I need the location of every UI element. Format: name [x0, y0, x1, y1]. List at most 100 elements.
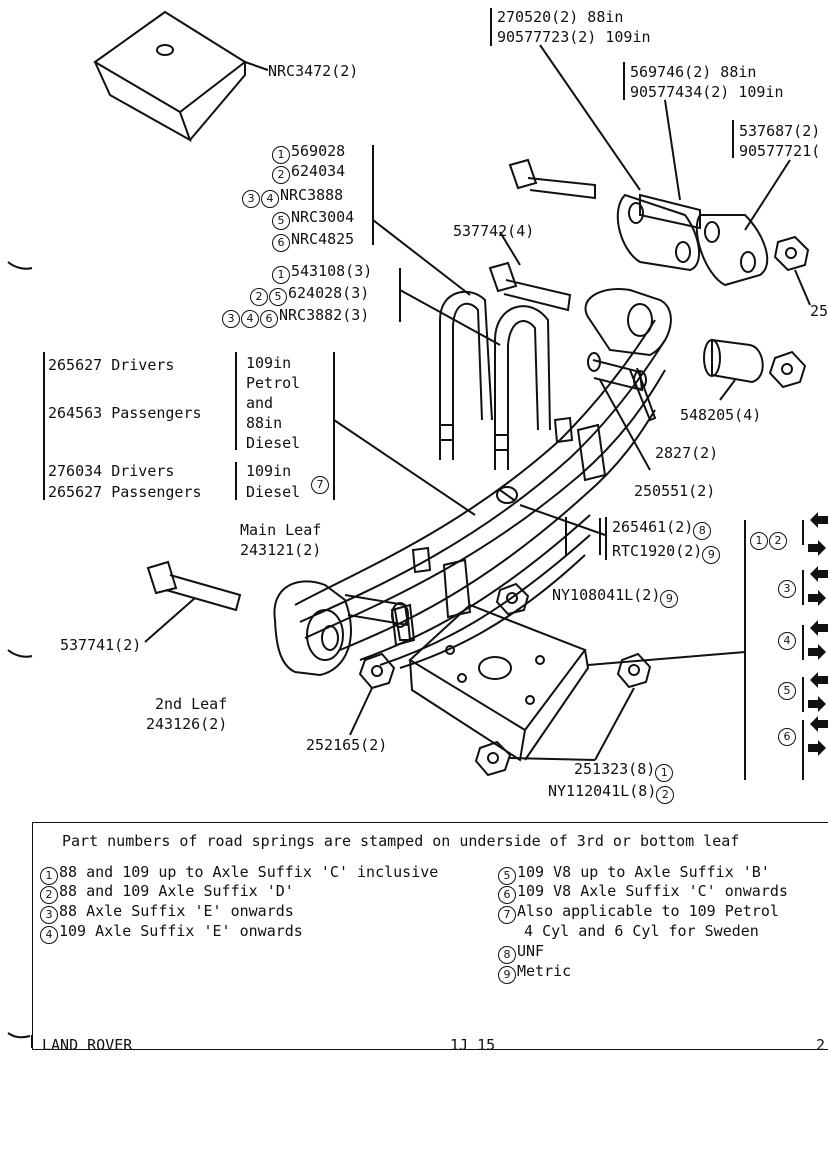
ref-circle: 6	[260, 310, 278, 328]
spring-spec-5: Diesel	[246, 434, 301, 452]
ref-circle: 2	[40, 886, 58, 904]
ref-circle: 1	[750, 532, 768, 550]
ref-circle: 4	[40, 926, 58, 944]
callout-nrc3472: NRC3472(2)	[268, 62, 359, 80]
ref-circle: 9	[660, 590, 679, 608]
spring-row-4: 265627 Passengers	[48, 483, 202, 501]
callout-nut-right: 25	[810, 302, 828, 320]
ref-circle: 6	[272, 234, 290, 252]
spring-spec-3: and	[246, 394, 274, 412]
second-leaf-part: 243126(2)	[146, 715, 228, 733]
ref-circle: 4	[261, 190, 279, 208]
side-ref-4: 4	[778, 628, 797, 650]
leaf-spring-drawing	[294, 319, 656, 606]
footer-page-num: 2	[816, 1036, 826, 1054]
ref-circle: 7	[311, 476, 329, 494]
ref-circle: 7	[498, 906, 516, 924]
ref-circle: 5	[269, 288, 287, 306]
callout-ny112041: NY112041L(8)2	[548, 782, 675, 804]
callout-2827: 2827(2)	[655, 444, 719, 462]
ref-circle: 2	[656, 786, 675, 804]
callout-plate-88: 537687(2)	[739, 122, 821, 140]
main-leaf-part: 243121(2)	[240, 541, 322, 559]
ref-circle: 2	[250, 288, 268, 306]
ref-circle: 5	[778, 682, 796, 700]
footer-brand: LAND ROVER	[42, 1036, 133, 1054]
callout-251323: 251323(8)1	[574, 760, 674, 782]
ref-circle: 3	[222, 310, 240, 328]
ref-circle: 5	[498, 867, 516, 885]
ref-circle: 6	[498, 886, 516, 904]
spring-spec-4: 88in	[246, 414, 283, 432]
ref-circle: 6	[778, 728, 796, 746]
ref-circle: 4	[778, 632, 796, 650]
footer-page-ref: 1J 15	[450, 1036, 496, 1054]
side-ref-5: 5	[778, 678, 797, 700]
spring-spec2-2: Diesel	[246, 483, 301, 501]
callout-rtc1920: RTC1920(2)9	[612, 542, 721, 564]
ref-circle: 9	[498, 966, 516, 984]
ref-circle: 1	[40, 867, 58, 885]
ref-circle: 8	[693, 522, 712, 540]
ref-circle: 8	[498, 946, 516, 964]
callout-252165: 252165(2)	[306, 736, 388, 754]
callout-548205: 548205(4)	[680, 406, 762, 424]
notes-panel	[32, 822, 828, 1050]
spring-spec-1: 109in	[246, 354, 292, 372]
callout-plate-109: 90577721(	[739, 142, 821, 160]
callout-250551: 250551(2)	[634, 482, 716, 500]
ref-circle: 4	[241, 310, 259, 328]
ref-circle: 9	[702, 546, 721, 564]
main-leaf-label: Main Leaf	[240, 521, 322, 539]
callout-bolt-109: 90577723(2) 109in	[497, 28, 651, 46]
ref-circle: 2	[272, 166, 290, 184]
callout-537742: 537742(4)	[453, 222, 535, 240]
callout-ny108041: NY108041L(2)9	[552, 586, 679, 608]
notes-heading: Part numbers of road springs are stamped…	[62, 832, 740, 850]
ref-circle: 3	[778, 580, 796, 598]
callout-bolt-88: 270520(2) 88in	[497, 8, 624, 26]
spring-row-3: 276034 Drivers	[48, 462, 175, 480]
ref-circle: 3	[242, 190, 260, 208]
spring-row-2: 264563 Passengers	[48, 404, 202, 422]
side-ref-6: 6	[778, 724, 797, 746]
ref-circle: 1	[272, 266, 290, 284]
callout-shackle-109: 90577434(2) 109in	[630, 83, 784, 101]
ref-circle: 3	[40, 906, 58, 924]
axle-plate-drawing	[408, 603, 590, 762]
callout-265461: 265461(2)8	[612, 518, 712, 540]
side-ref-3: 3	[778, 576, 797, 598]
saddle-plate-drawing	[93, 10, 247, 143]
callout-shackle-88: 569746(2) 88in	[630, 63, 757, 81]
spring-spec2-circle: 7	[311, 472, 330, 494]
ref-circle: 2	[769, 532, 787, 550]
note-right-4: 4 Cyl and 6 Cyl for Sweden	[515, 922, 759, 940]
second-leaf-label: 2nd Leaf	[155, 695, 228, 713]
spring-spec2-1: 109in	[246, 462, 292, 480]
ref-circle: 1	[655, 764, 674, 782]
spring-row-1: 265627 Drivers	[48, 356, 175, 374]
spring-spec-2: Petrol	[246, 374, 301, 392]
ref-circle: 1	[272, 146, 290, 164]
callout-537741: 537741(2)	[60, 636, 142, 654]
ref-circle: 5	[272, 212, 290, 230]
